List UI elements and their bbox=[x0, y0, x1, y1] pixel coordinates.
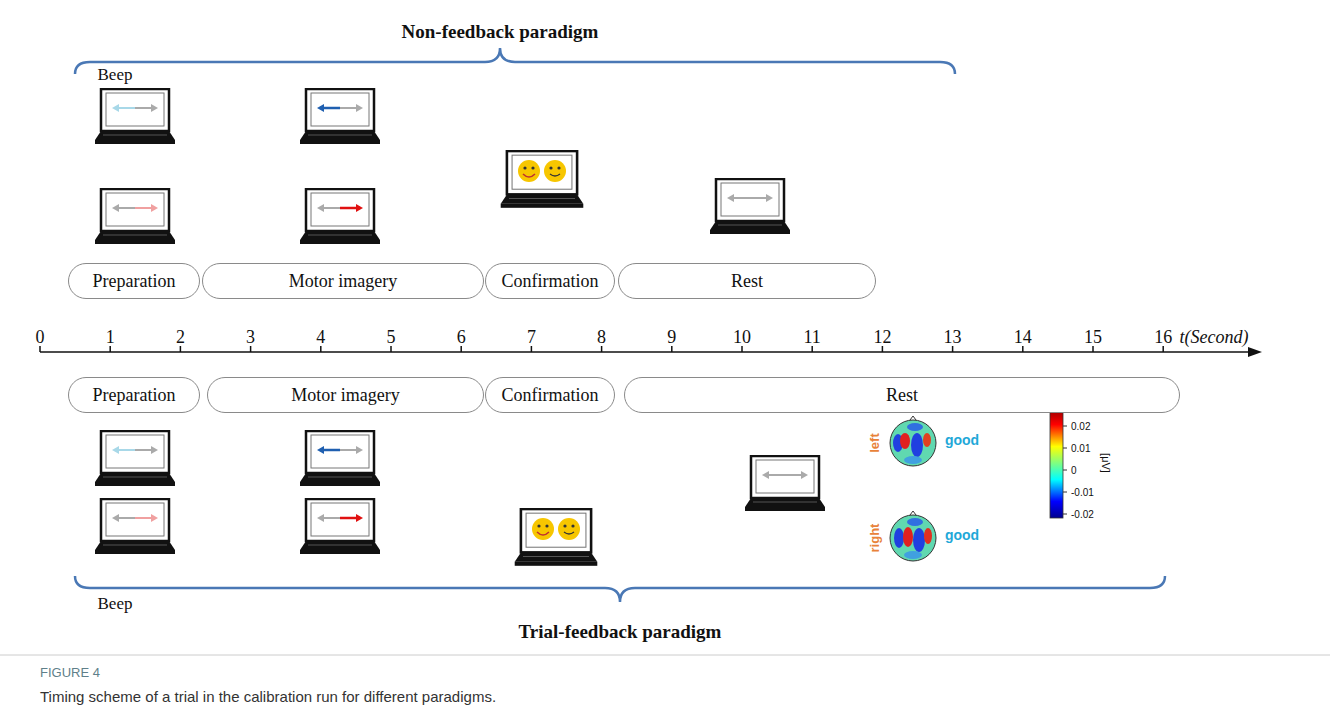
laptop-prep-left bbox=[95, 431, 175, 486]
tick-label: 11 bbox=[804, 327, 821, 348]
tick-label: 6 bbox=[457, 327, 466, 348]
phase-label: Confirmation bbox=[502, 271, 599, 292]
tick-label: 12 bbox=[873, 327, 891, 348]
colorbar-tick: -0.02 bbox=[1071, 509, 1094, 520]
phase-capsule: Confirmation bbox=[485, 263, 615, 299]
caption-rule bbox=[0, 655, 1330, 656]
top-brace bbox=[75, 48, 955, 74]
colorbar-tick: -0.01 bbox=[1071, 487, 1094, 498]
cue-label: Beep bbox=[98, 65, 133, 85]
tick-label: 14 bbox=[1014, 327, 1032, 348]
phase-label: Preparation bbox=[93, 385, 176, 406]
topomap-right bbox=[890, 511, 936, 561]
phase-capsule: Confirmation bbox=[485, 377, 615, 413]
colorbar-unit: [μV] bbox=[1100, 453, 1112, 473]
phase-label: Motor imagery bbox=[289, 271, 397, 292]
tick-label: 16 bbox=[1154, 327, 1172, 348]
phase-capsule: Motor imagery bbox=[202, 263, 484, 299]
tick-label: 2 bbox=[176, 327, 185, 348]
topomap-left bbox=[890, 416, 936, 466]
phase-label: Rest bbox=[886, 385, 918, 406]
laptop-mi-right bbox=[300, 189, 380, 244]
quality-label: good bbox=[945, 527, 979, 543]
phase-capsule: Motor imagery bbox=[207, 377, 484, 413]
time-axis bbox=[40, 346, 1262, 357]
tick-label: 5 bbox=[387, 327, 396, 348]
figure-number: FIGURE 4 bbox=[40, 665, 100, 680]
class-label: left bbox=[867, 433, 882, 453]
figure-caption: Timing scheme of a trial in the calibrat… bbox=[40, 688, 496, 705]
tick-label: 8 bbox=[597, 327, 606, 348]
laptop-mi-left bbox=[300, 431, 380, 486]
laptop-prep-right bbox=[95, 499, 175, 554]
tick-label: 9 bbox=[667, 327, 676, 348]
tick-label: 4 bbox=[316, 327, 325, 348]
axis-label: t(Second) bbox=[1180, 327, 1249, 348]
colorbar-tick: 0 bbox=[1071, 465, 1077, 476]
laptop-confirm bbox=[501, 151, 584, 208]
laptop-rest bbox=[745, 456, 825, 511]
phase-label: Motor imagery bbox=[291, 385, 399, 406]
colorbar bbox=[1050, 408, 1067, 518]
phase-capsule: Rest bbox=[618, 263, 876, 299]
bottom-brace bbox=[75, 576, 1165, 602]
laptop-prep-left bbox=[95, 89, 175, 144]
phase-capsule: Preparation bbox=[68, 263, 200, 299]
laptop-confirm bbox=[515, 509, 598, 566]
laptop-prep-right bbox=[95, 189, 175, 244]
tick-label: 0 bbox=[36, 327, 45, 348]
tick-label: 1 bbox=[106, 327, 115, 348]
phase-capsule: Preparation bbox=[68, 377, 200, 413]
tick-label: 7 bbox=[527, 327, 536, 348]
brace-title: Non-feedback paradigm bbox=[402, 21, 599, 43]
brace-title: Trial-feedback paradigm bbox=[519, 621, 722, 643]
cue-label: Beep bbox=[98, 594, 133, 614]
tick-label: 15 bbox=[1084, 327, 1102, 348]
phase-label: Rest bbox=[731, 271, 763, 292]
colorbar-tick: 0.02 bbox=[1071, 421, 1090, 432]
tick-label: 3 bbox=[246, 327, 255, 348]
quality-label: good bbox=[945, 432, 979, 448]
colorbar-tick: 0.01 bbox=[1071, 443, 1090, 454]
phase-capsule: Rest bbox=[624, 377, 1180, 413]
laptop-mi-right bbox=[300, 499, 380, 554]
phase-label: Confirmation bbox=[502, 385, 599, 406]
phase-label: Preparation bbox=[93, 271, 176, 292]
laptop-rest bbox=[710, 179, 790, 234]
laptop-mi-left bbox=[300, 89, 380, 144]
tick-label: 13 bbox=[944, 327, 962, 348]
class-label: right bbox=[867, 524, 882, 553]
tick-label: 10 bbox=[733, 327, 751, 348]
